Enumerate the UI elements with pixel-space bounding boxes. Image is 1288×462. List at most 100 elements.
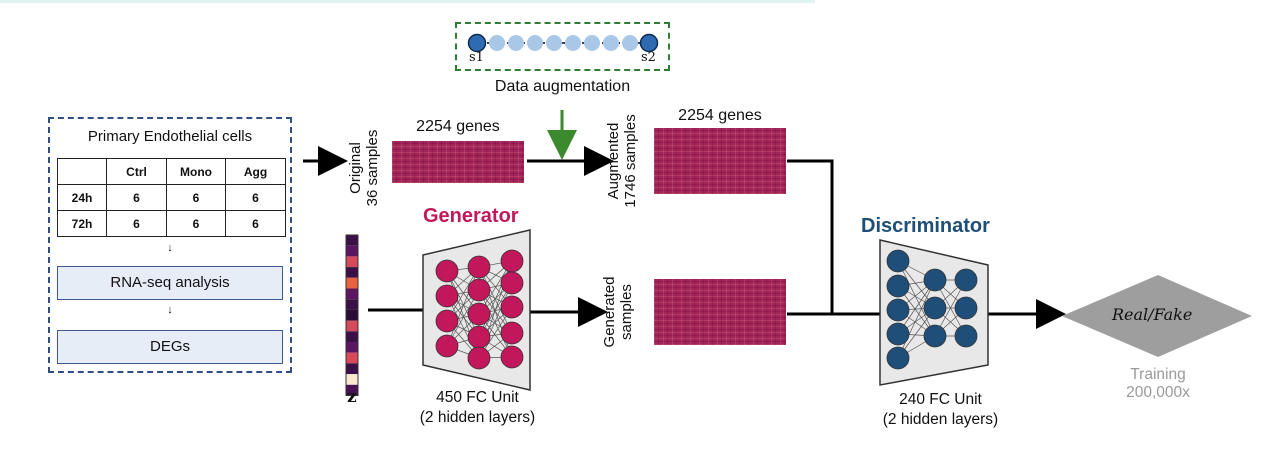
generated-heatmap	[654, 279, 786, 345]
generator-fc-line2: (2 hidden layers)	[419, 409, 536, 426]
latent-vector-cell	[346, 384, 358, 396]
network-node	[435, 259, 459, 283]
latent-vector-cell	[346, 245, 358, 257]
latent-vector-cell	[346, 352, 358, 364]
network-node	[886, 249, 910, 273]
table-header-cell: Mono	[166, 158, 226, 185]
network-node	[435, 334, 459, 358]
degs-step: DEGs	[57, 330, 283, 364]
generated-side-label: Generated samples	[601, 262, 637, 362]
network-node	[467, 255, 491, 279]
network-node	[886, 346, 910, 370]
discriminator-fc-line1: 240 FC Unit	[899, 391, 982, 408]
training-label: Training 200,000x	[1108, 366, 1208, 402]
latent-vector-cell	[346, 320, 358, 332]
generated-side-line2: samples	[618, 284, 635, 340]
augmented-genes-label: 2254 genes	[678, 107, 762, 124]
endothelial-cells-panel	[48, 117, 292, 373]
panel-title: Primary Endothelial cells	[87, 128, 253, 145]
augmented-side-label: Augmented 1746 samples	[605, 101, 641, 221]
network-node	[886, 322, 910, 346]
latent-vector-cell	[346, 331, 358, 342]
augmentation-chain	[467, 33, 659, 53]
table-cell: 6	[225, 210, 286, 237]
network-node	[467, 278, 491, 302]
discriminator-network	[879, 239, 989, 386]
original-heatmap	[392, 141, 524, 183]
network-node	[467, 325, 491, 349]
s1-label: s1	[469, 50, 484, 65]
latent-vector-outline	[345, 234, 359, 396]
discriminator-title: Discriminator	[861, 215, 990, 237]
table-cell: 6	[166, 184, 226, 211]
real-fake-diamond	[1062, 275, 1252, 357]
generated-side-line1: Generated	[601, 276, 618, 348]
network-node	[435, 284, 459, 308]
down-arrow-icon: ↓	[167, 304, 173, 316]
latent-vector-cell	[346, 256, 358, 268]
augmentation-interpolated-node	[527, 35, 543, 51]
network-node	[500, 249, 524, 273]
condition-table: Ctrl Mono Agg 24h 6 6 6 72h 6 6 6	[57, 158, 286, 237]
augmented-side-line2: 1746 samples	[622, 114, 639, 208]
augmentation-endpoint-node	[467, 33, 487, 53]
table-header-cell: Ctrl	[106, 158, 167, 185]
table-row: 72h 6 6 6	[57, 210, 286, 237]
table-cell: 6	[225, 184, 286, 211]
augmented-side-line1: Augmented	[605, 122, 622, 200]
network-node	[467, 346, 491, 370]
table-cell: 6	[166, 210, 226, 237]
latent-vector-cell	[346, 288, 358, 300]
latent-vector-cell	[346, 299, 358, 310]
s2-label: s2	[641, 50, 656, 65]
network-node	[500, 345, 524, 369]
augmentation-interpolated-node	[546, 35, 562, 51]
real-fake-label: Real/Fake	[1112, 305, 1193, 324]
network-node	[886, 274, 910, 298]
network-node	[923, 268, 947, 292]
data-augmentation-box	[455, 22, 670, 71]
augmented-heatmap	[654, 128, 786, 194]
discriminator-fc-line2: (2 hidden layers)	[882, 411, 999, 428]
network-node	[435, 309, 459, 333]
network-node	[500, 271, 524, 295]
network-node	[886, 298, 910, 322]
network-node	[467, 302, 491, 326]
augmented-to-discriminator-line	[787, 159, 834, 314]
top-accent-bar	[0, 0, 815, 3]
network-node	[954, 296, 978, 320]
latent-vector-cell	[346, 277, 358, 289]
network-node	[500, 295, 524, 319]
latent-vector-cell	[346, 342, 358, 353]
original-side-line1: Original	[347, 142, 364, 194]
augmentation-endpoint-node	[639, 33, 659, 53]
latent-vector-z	[345, 234, 359, 396]
latent-vector-cell	[346, 374, 358, 385]
generator-fc-line1: 450 FC Unit	[436, 389, 519, 406]
augmentation-interpolated-node	[584, 35, 600, 51]
training-line2: 200,000x	[1126, 384, 1190, 401]
discriminator-fc-label: 240 FC Unit (2 hidden layers)	[858, 390, 1023, 430]
original-side-line2: 36 samples	[364, 129, 381, 207]
generator-title: Generator	[423, 205, 519, 227]
original-side-label: Original 36 samples	[347, 113, 383, 223]
augmentation-interpolated-node	[565, 35, 581, 51]
generator-network	[422, 229, 531, 391]
augmentation-interpolated-node	[508, 35, 524, 51]
data-augmentation-label: Data augmentation	[494, 78, 631, 95]
table-header-row: Ctrl Mono Agg	[57, 158, 286, 185]
table-header-cell: Agg	[225, 158, 286, 185]
original-genes-label: 2254 genes	[416, 118, 500, 135]
table-row: 24h 6 6 6	[57, 184, 286, 211]
generator-fc-label: 450 FC Unit (2 hidden layers)	[395, 388, 560, 428]
down-arrow-icon: ↓	[167, 242, 173, 254]
augmentation-interpolated-node	[603, 35, 619, 51]
latent-vector-cell	[346, 267, 358, 278]
augmentation-interpolated-node	[622, 35, 638, 51]
network-node	[500, 321, 524, 345]
training-line1: Training	[1130, 366, 1186, 383]
network-node	[954, 324, 978, 348]
table-cell: 72h	[57, 210, 107, 237]
rna-seq-step: RNA-seq analysis	[57, 266, 283, 300]
